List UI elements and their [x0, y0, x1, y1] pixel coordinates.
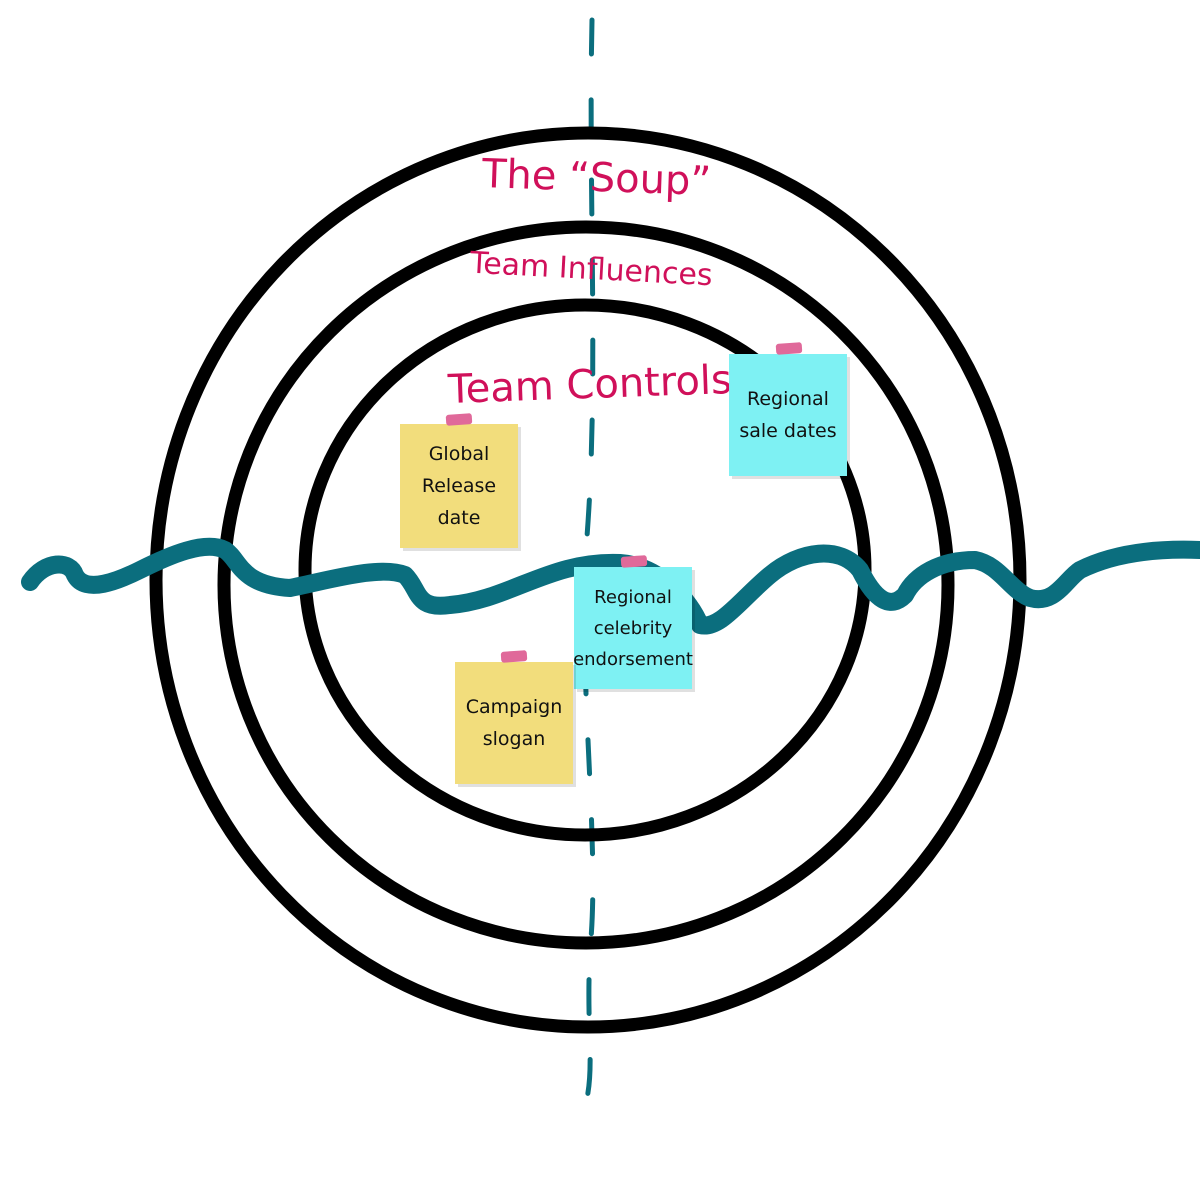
soup-label: The “Soup” [481, 151, 712, 205]
note-text: Global Release date [421, 443, 497, 529]
note-text: Regional celebrity endorsement [573, 586, 693, 670]
sticky-note-regional-sale-dates[interactable]: Regional sale dates [729, 354, 847, 476]
tape [775, 342, 803, 355]
note-text: Regional sale dates [739, 388, 837, 442]
middle-ring-influences [217, 220, 955, 950]
sticky-note-global-release-date[interactable]: Global Release date [400, 424, 518, 548]
tape [500, 650, 528, 663]
outer-ring-soup [149, 126, 1027, 1034]
note-text: Campaign slogan [465, 696, 563, 750]
tape [620, 555, 648, 568]
tape [445, 413, 473, 426]
sticky-note-campaign-slogan[interactable]: Campaign slogan [455, 662, 573, 784]
sticky-note-regional-celebrity-endorsement[interactable]: Regional celebrity endorsement [573, 567, 693, 689]
